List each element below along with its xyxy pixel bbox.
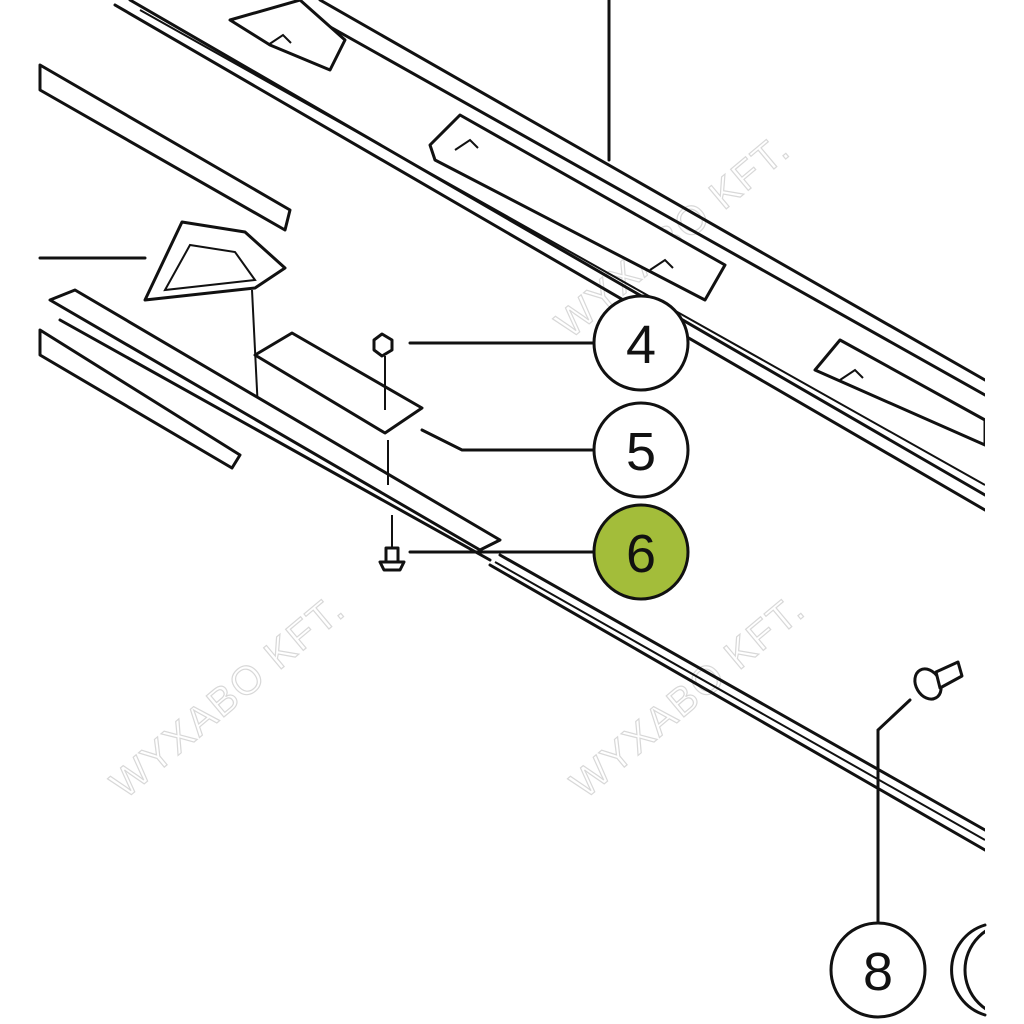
left-strip <box>38 63 292 470</box>
callout-4[interactable]: 4 <box>592 294 690 392</box>
nut-part-4 <box>372 332 394 358</box>
bolt-part-6 <box>378 546 406 572</box>
callout-label: 6 <box>626 524 656 584</box>
upper-beam <box>113 0 987 512</box>
watermark: WYXABO KFT. <box>103 586 354 807</box>
callout-label: 4 <box>626 315 656 375</box>
callout-label: 5 <box>626 422 656 482</box>
callout-5[interactable]: 5 <box>592 401 690 499</box>
watermark: WYXABO KFT. <box>563 586 814 807</box>
callout-8[interactable]: 8 <box>829 921 927 1019</box>
leader-lines <box>408 341 912 924</box>
bolt-part-8 <box>913 660 964 701</box>
beam-brackets <box>228 0 987 447</box>
plate-part-5 <box>253 331 424 435</box>
callout-label: 8 <box>863 942 893 1002</box>
callout-6-highlighted[interactable]: 6 <box>592 503 690 601</box>
